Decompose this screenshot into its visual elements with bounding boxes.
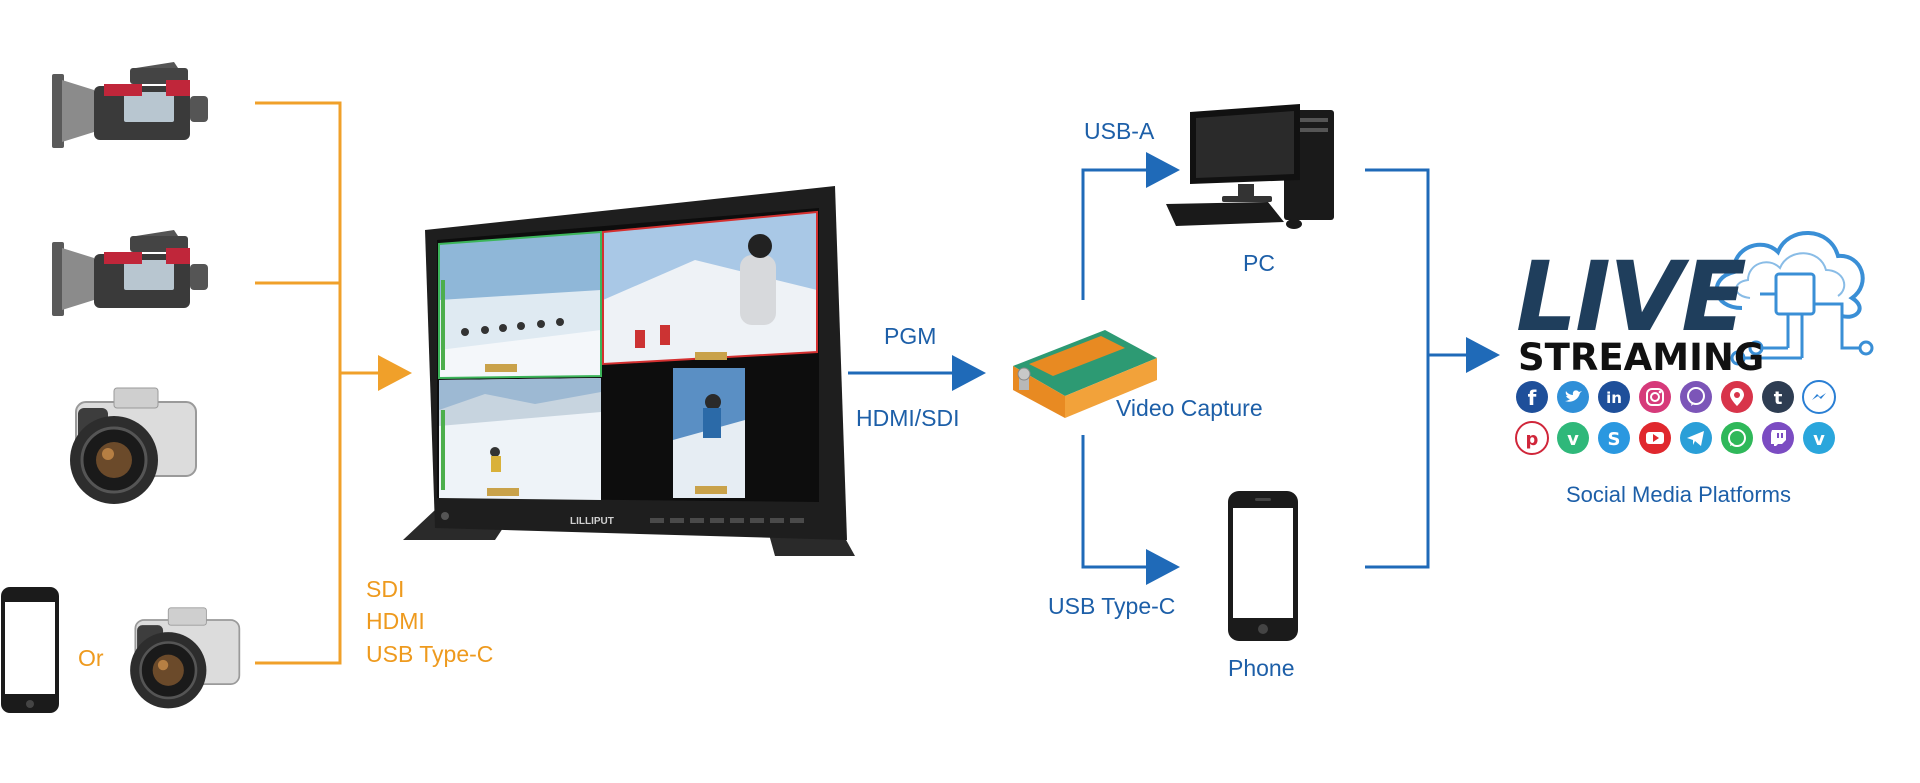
circuit-icon [1730,272,1874,366]
vimeo-icon: v [1802,421,1836,455]
desktop-pc-icon [1166,104,1334,229]
svg-text:v: v [1813,429,1825,450]
svg-text:p: p [1526,429,1539,450]
smartphone-icon [1228,491,1298,641]
or-label: Or [78,645,104,671]
usb-type-c-label: USB Type-C [1048,593,1176,619]
camcorder-icon [52,230,208,316]
pgm-link-arrow [952,355,986,391]
instagram-icon [1638,380,1672,414]
tumblr-icon: t [1761,380,1795,414]
viber-icon [1679,380,1713,414]
input-arrow [378,355,412,391]
svg-text:S: S [1608,429,1621,450]
live-title: LIVE [1516,241,1746,353]
usb-a-label: USB-A [1084,118,1155,144]
skype-icon: S [1597,421,1631,455]
vine-icon: v [1556,421,1590,455]
multiview-monitor: LILLIPUT [403,186,855,556]
pinterest-icon: p [1515,421,1549,455]
svg-text:in: in [1606,389,1622,407]
social-media-platforms-label: Social Media Platforms [1566,482,1791,507]
output-bus-lines [1365,168,1470,569]
video-capture-label: Video Capture [1116,395,1263,421]
usb-c-link-arrow [1146,549,1180,585]
video-capture-device [1013,330,1157,418]
input-bus-lines [255,101,385,665]
usb-a-link-arrow [1146,152,1180,188]
connection-label-hdmi: HDMI [366,608,425,634]
usb-a-link-line [1081,168,1150,300]
pgm-label: PGM [884,323,937,349]
facebook-icon: f [1515,380,1549,414]
periscope-icon [1720,380,1754,414]
connection-label-sdi: SDI [366,576,405,602]
usb-c-link-line [1081,435,1150,569]
youtube-icon [1638,421,1672,455]
svg-text:f: f [1528,386,1537,410]
dslr-camera-icon [70,387,197,504]
whatsapp-icon [1720,421,1754,455]
streaming-arrow [1466,337,1500,373]
hdmi-sdi-label: HDMI/SDI [856,405,960,431]
pc-label: PC [1243,250,1275,276]
telegram-icon [1679,421,1713,455]
svg-text:v: v [1567,429,1579,450]
dslr-camera-icon [130,607,241,709]
smartphone-icon [1,587,59,713]
phone-label: Phone [1228,655,1295,681]
linkedin-icon: in [1597,380,1631,414]
twitter-icon [1556,380,1590,414]
twitch-icon [1761,421,1795,455]
connection-label-usb-c: USB Type-C [366,641,494,667]
camcorder-icon [52,62,208,148]
streaming-title: STREAMING [1518,336,1764,373]
messenger-icon [1802,380,1836,414]
cloud-icon [1714,231,1865,319]
live-streaming-logo: LIVE STREAMING [1516,231,1874,373]
svg-text:t: t [1774,388,1783,409]
monitor-brand-label: LILLIPUT [570,516,614,527]
